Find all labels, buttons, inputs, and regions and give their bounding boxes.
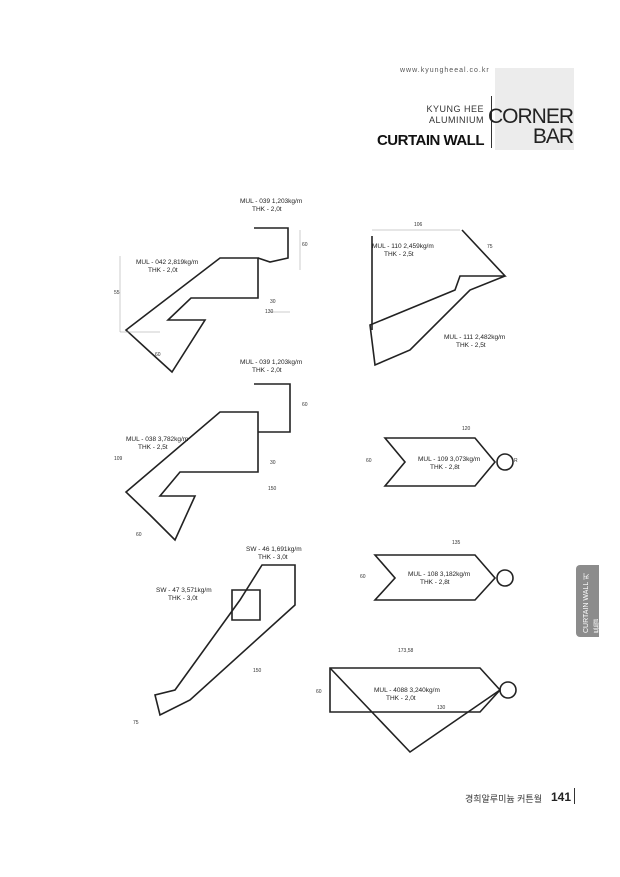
header-divider [491,96,492,148]
brand-line-1: KYUNG HEE [426,104,484,114]
category-title: CORNER BAR [487,105,574,148]
dimension-label: 109 [114,456,123,462]
dimension-label: 60 [360,574,366,580]
mul-110-profile [369,229,507,367]
dimension-label: 60 [302,402,308,408]
category-box [495,68,574,150]
side-tab[interactable]: CURTAIN WALL 커튼월 [576,565,600,637]
dimension-label: 173,58 [398,648,414,654]
brand-name: KYUNG HEE ALUMINIUM [426,104,484,126]
dimension-label: 30 [270,299,276,305]
dimension-label: 60 [136,532,142,538]
mul-109-profile [383,437,514,487]
dimension-label: 55 [114,290,120,296]
dimension-label: 135 [452,540,461,546]
dimension-label: 130 [265,309,274,315]
page-number: 141 [550,790,571,804]
dimension-label: R [514,458,518,464]
dimension-label: 130 [437,705,446,711]
category-line-2: BAR [532,125,574,148]
mul-038-profile [124,383,291,542]
dimension-label: 60 [155,352,161,358]
mul-042-profile [124,227,289,374]
category-line-1: CORNER [487,105,574,128]
mul-4088-profile [329,667,517,754]
dimension-label: 60 [302,242,308,248]
footer-title: 경희알루미늄 커튼월 [464,794,542,804]
dimension-label: 60 [316,689,322,695]
dimension-label: 106 [414,222,423,228]
dimension-label: 75 [487,244,493,250]
dimension-label: 150 [253,668,262,674]
website-url: www.kyungheeal.co.kr [400,67,490,74]
dimension-label: 150 [268,486,277,492]
mul-108-profile [373,554,514,601]
footer-divider [574,788,575,804]
dimension-label: 120 [462,426,471,432]
dimension-label: 75 [133,720,139,726]
section-title: CURTAIN WALL [376,132,485,149]
dimension-label: 60 [366,458,372,464]
dimension-label: 30 [270,460,276,466]
brand-line-2: ALUMINIUM [428,115,484,125]
sw-46-47-profile [154,564,296,717]
